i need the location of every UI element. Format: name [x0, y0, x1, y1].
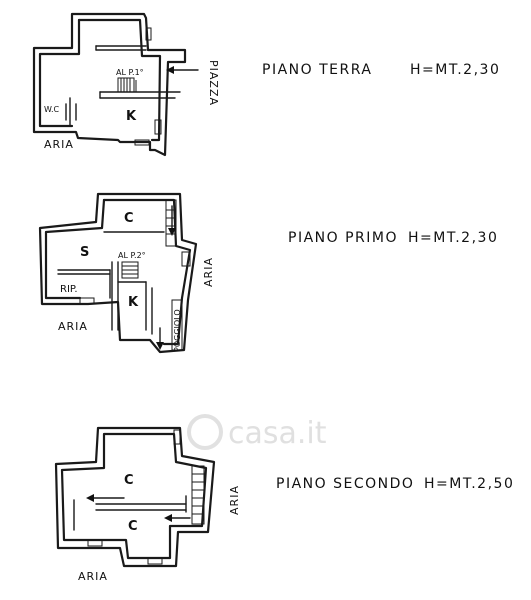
ground-floor-plan: K W.C AL P.1° ARIA PIAZZA — [32, 12, 220, 157]
ground-floor-window — [145, 27, 152, 41]
first-floor-room-s: S — [80, 245, 89, 260]
first-floor-plan: C S RIP. K AL P.2° ARIA ARIA POGGIOLO — [38, 192, 215, 354]
first-floor-exposure-aria: ARIA — [58, 320, 88, 333]
first-floor-balcony-label: POGGIOLO — [173, 309, 182, 352]
watermark: casa.it — [187, 414, 327, 451]
second-floor-exposure-aria: ARIA — [78, 570, 108, 583]
first-floor-room-rip: RIP. — [60, 284, 78, 295]
ground-floor-stair-note: AL P.1° — [116, 68, 144, 77]
ground-floor-outer-wall — [32, 12, 187, 157]
ground-floor-window — [134, 139, 150, 146]
first-floor-height: H=MT.2,30 — [408, 230, 498, 246]
first-floor-window — [181, 251, 191, 267]
second-floor-exposure-aria-east: ARIA — [228, 485, 241, 515]
second-floor-window — [173, 429, 181, 445]
ground-floor-title: PIANO TERRA — [262, 62, 372, 78]
ground-floor-window — [154, 119, 162, 135]
ground-floor-room-wc: W.C — [44, 105, 60, 114]
second-floor-height: H=MT.2,50 — [424, 476, 514, 492]
first-floor-exposure-aria-east: ARIA — [202, 257, 215, 287]
second-floor-window — [147, 557, 163, 565]
second-floor-title: PIANO SECONDO — [276, 476, 414, 492]
second-floor-room-c-lower: C — [128, 519, 138, 534]
first-floor-stair — [121, 199, 177, 279]
first-floor-outer-wall — [38, 192, 198, 354]
second-floor-plan: C C ARIA ARIA — [54, 426, 241, 583]
entrance-arrow-icon — [166, 66, 199, 74]
first-floor-balcony — [171, 299, 183, 351]
balcony-arrow-icon — [156, 327, 164, 350]
first-floor-title: PIANO PRIMO — [288, 230, 398, 246]
corridor-arrow-icon — [86, 494, 125, 502]
first-floor-room-c: C — [124, 211, 134, 226]
first-floor-room-kitchen: K — [128, 295, 139, 310]
second-floor-room-c-upper: C — [124, 473, 134, 488]
stair-up-arrow-icon — [168, 205, 176, 236]
second-floor-outer-wall — [54, 426, 216, 568]
ground-floor-exposure-piazza: PIAZZA — [207, 60, 220, 106]
ground-floor-exposure-aria: ARIA — [44, 138, 74, 151]
ground-floor-stair — [117, 77, 137, 93]
second-floor-stair — [191, 465, 205, 525]
first-floor-stair-note: AL P.2° — [118, 251, 146, 260]
ground-floor-room-kitchen: K — [126, 109, 137, 124]
stair-down-arrow-icon — [164, 514, 191, 522]
second-floor-window — [87, 539, 103, 547]
watermark-text: casa.it — [228, 416, 327, 451]
first-floor-window — [79, 297, 95, 305]
ground-floor-height: H=MT.2,30 — [410, 62, 500, 78]
